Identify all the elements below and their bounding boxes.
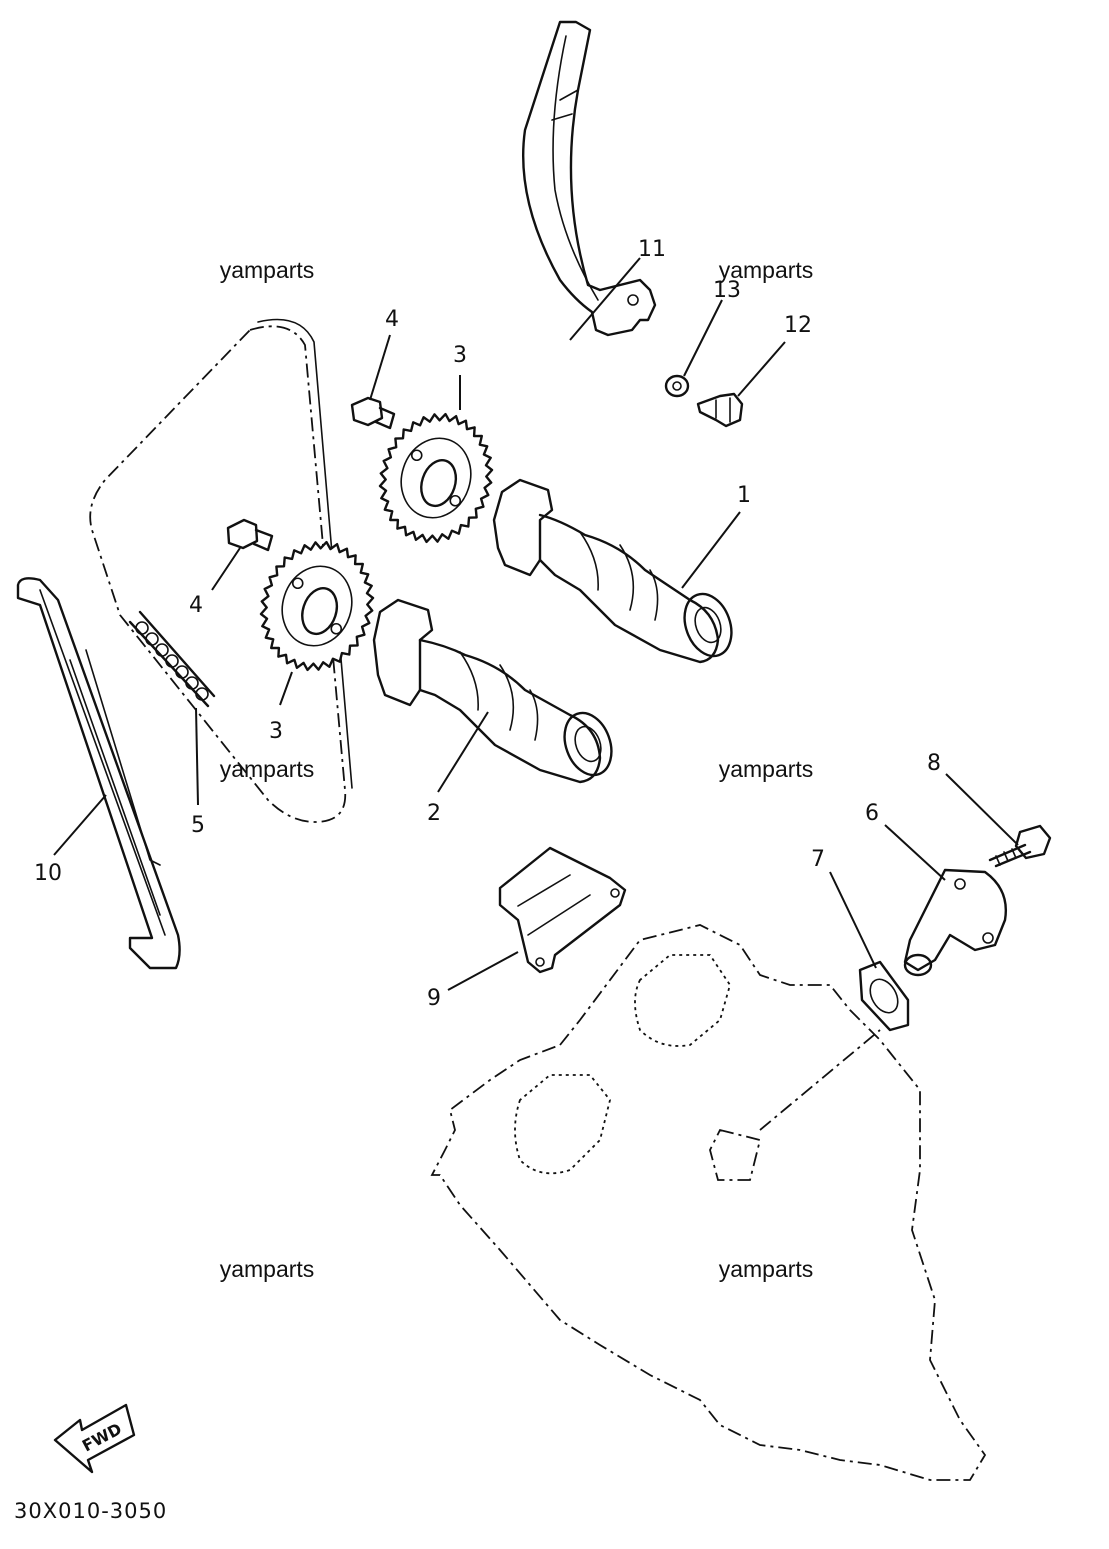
- callout-9: 9: [427, 986, 441, 1011]
- timing-chain-segment: [128, 610, 216, 708]
- chain-guide-intake: [522, 20, 657, 337]
- sprocket-bolt-upper: [350, 396, 396, 430]
- callout-6: 6: [865, 801, 879, 826]
- camshaft-exhaust: [372, 598, 613, 784]
- sprocket-bolt-lower: [226, 518, 274, 552]
- callout-1: 1: [737, 483, 751, 508]
- tensioner-gasket: [858, 960, 910, 1032]
- leader-lines: [53, 257, 1019, 991]
- diagram-code: 30X010-3050: [14, 1499, 167, 1523]
- watermarks: yamparts yamparts yamparts yamparts yamp…: [220, 257, 814, 1282]
- callout-2: 2: [427, 801, 441, 826]
- cam-chain-tensioner: [903, 868, 1007, 977]
- watermark: yamparts: [719, 756, 814, 782]
- sprocket-teeth: [378, 412, 494, 544]
- watermark: yamparts: [220, 1256, 315, 1282]
- sprocket-bolt-hole: [291, 577, 304, 590]
- forward-arrow-icon: FWD: [53, 1403, 136, 1474]
- camshaft-intake: [492, 478, 733, 664]
- callout-3-upper: 3: [453, 343, 467, 368]
- callout-10: 10: [34, 861, 62, 886]
- sprocket-teeth: [259, 540, 375, 672]
- cylinder-head-outline: [430, 924, 987, 1481]
- watermark: yamparts: [220, 257, 315, 283]
- watermark: yamparts: [220, 756, 315, 782]
- callout-7: 7: [811, 847, 825, 872]
- sprocket-bolt-hole: [330, 622, 343, 635]
- sprocket-hub: [301, 587, 339, 636]
- fwd-label: FWD: [79, 1419, 125, 1455]
- sprocket-bolt-hole: [449, 494, 462, 507]
- callout-numbers: 1 2 3 3 4 4 5 6 7 8 9 10 11 12 13: [34, 237, 941, 1011]
- callout-13: 13: [713, 278, 741, 303]
- guide-washer: [664, 374, 690, 398]
- watermark: yamparts: [719, 257, 814, 283]
- callout-12: 12: [784, 313, 812, 338]
- timing-chain-outline: [89, 318, 353, 823]
- callout-11: 11: [638, 237, 666, 262]
- callout-3-lower: 3: [269, 719, 283, 744]
- sprocket-hub: [420, 459, 458, 508]
- cam-sprocket-upper: [378, 412, 494, 544]
- tensioner-bolt: [988, 824, 1052, 868]
- chain-cover-plate: [498, 846, 627, 974]
- watermark: yamparts: [719, 1256, 814, 1282]
- sprocket-web: [400, 437, 472, 519]
- callout-4-lower: 4: [189, 593, 203, 618]
- callout-4-upper: 4: [385, 307, 399, 332]
- chain-guide-exhaust: [16, 577, 181, 970]
- sprocket-web: [281, 565, 353, 647]
- sprocket-bolt-hole: [410, 449, 423, 462]
- callout-5: 5: [191, 813, 205, 838]
- cam-sprocket-lower: [259, 540, 375, 672]
- callout-8: 8: [927, 751, 941, 776]
- guide-bolt: [696, 392, 744, 428]
